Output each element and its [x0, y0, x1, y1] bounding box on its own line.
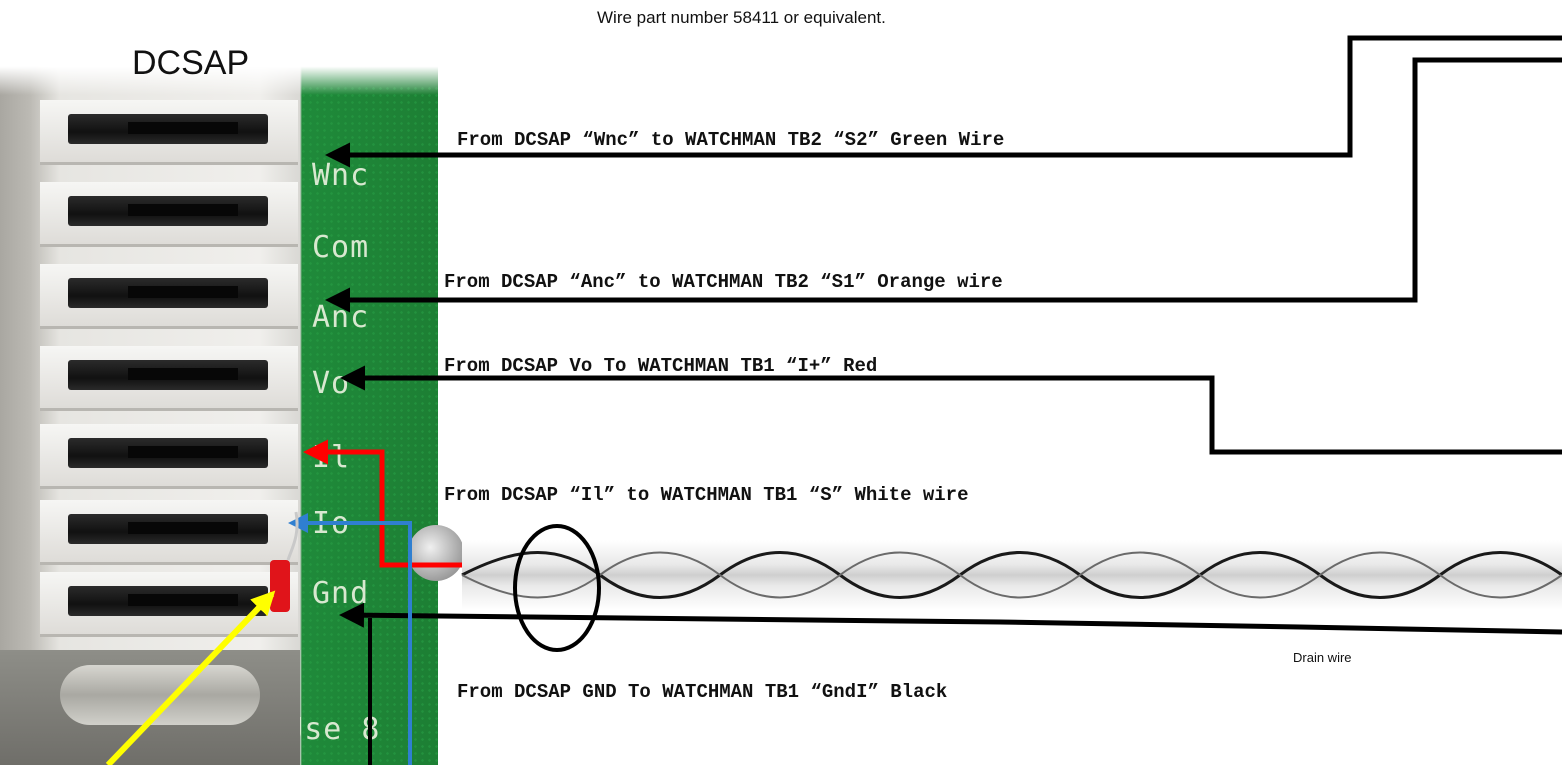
drain-wire-ellipse [513, 524, 601, 652]
drain-wire-label: Drain wire [1293, 650, 1352, 665]
cable-body [462, 540, 1562, 610]
terminal-lever [68, 114, 268, 144]
terminal-lever [68, 360, 268, 390]
terminal-lever [68, 196, 268, 226]
connection-label-vo: From DCSAP Vo To WATCHMAN TB1 “I+” Red [444, 355, 878, 377]
pcb-label-com: Com [312, 230, 370, 265]
dcsap-board-photo: Wnc Com Anc Vo Il Io Gnd J2 F1 Use 8 [0, 0, 438, 765]
terminal-block-4 [40, 346, 298, 411]
terminal-lever [68, 438, 268, 468]
jumper-sleeve [270, 560, 290, 612]
pointer-arrow [105, 590, 276, 765]
terminal-block-2 [40, 182, 298, 247]
wire-anc-orange [325, 57, 1562, 313]
wire-il-white-red-path [303, 439, 462, 568]
wire-vo-red [340, 365, 1562, 455]
photo-top-fade [0, 0, 438, 95]
cable-twist-strand-a [461, 551, 1562, 599]
terminal-block-1 [40, 100, 298, 165]
jumper-lead [286, 511, 299, 561]
terminal-block-6 [40, 500, 298, 565]
connection-label-gnd: From DCSAP GND To WATCHMAN TB1 “GndI” Bl… [457, 681, 948, 703]
diagram-title: DCSAP [132, 44, 250, 82]
wire-wnc-green [325, 35, 1562, 168]
wire-part-note: Wire part number 58411 or equivalent. [597, 8, 886, 27]
terminal-block-3 [40, 264, 298, 329]
terminal-block-5 [40, 424, 298, 489]
terminal-lever [68, 278, 268, 308]
connection-label-wnc: From DCSAP “Wnc” to WATCHMAN TB2 “S2” Gr… [457, 129, 1005, 151]
terminal-lever [68, 514, 268, 544]
terminal-lever [68, 586, 268, 616]
wire-io-blue [288, 513, 412, 765]
connection-label-il: From DCSAP “Il” to WATCHMAN TB1 “S” Whit… [444, 484, 969, 506]
connection-label-anc: From DCSAP “Anc” to WATCHMAN TB2 “S1” Or… [444, 271, 1003, 293]
cable-twist-strand-b [461, 551, 1562, 599]
twisted-pair-cable [461, 540, 1562, 610]
wire-gnd-black [339, 602, 1562, 635]
mounting-screw [408, 525, 464, 581]
